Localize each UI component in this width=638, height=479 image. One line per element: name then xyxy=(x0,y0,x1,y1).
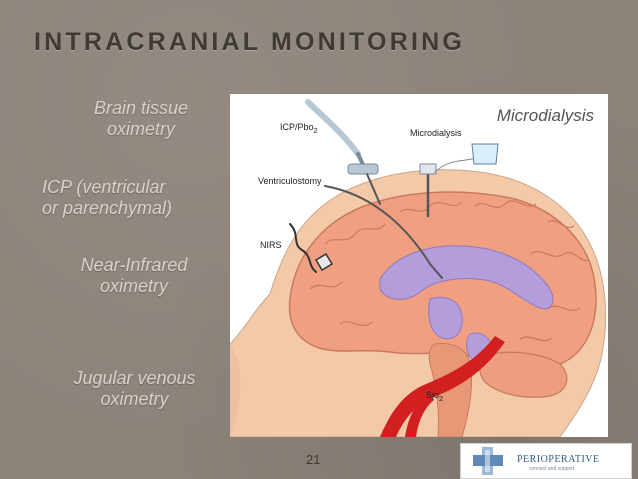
catheters xyxy=(289,99,486,279)
label-near-infrared-oximetry: Near-Infrared oximetry xyxy=(54,255,214,297)
callout-sjo-text: Sjo xyxy=(426,390,440,400)
callout-icp-pbo: ICP/Pbo2 xyxy=(280,122,318,135)
perioperative-logo: PERIOPERATIVE connect and support xyxy=(460,443,632,479)
third-ventricle xyxy=(428,296,463,340)
label-icp-line2: or parenchymal) xyxy=(42,198,173,218)
microdialysis-vial xyxy=(471,143,499,165)
logo-name: PERIOPERATIVE xyxy=(517,454,600,465)
label-jugular-venous-oximetry: Jugular venous oximetry xyxy=(52,368,217,410)
cerebellum xyxy=(479,351,568,398)
logo-tagline: connect and support xyxy=(529,466,575,472)
callout-microdialysis: Microdialysis xyxy=(410,128,462,138)
jugular-artery xyxy=(380,336,505,437)
callout-icp-pbo-sub: 2 xyxy=(313,125,318,135)
label-nirs-line1: Near-Infrared xyxy=(80,255,188,275)
label-icp-line1: ICP (ventricular xyxy=(42,177,166,197)
slide-title: INTRACRANIAL MONITORING xyxy=(34,28,465,56)
label-brain-tissue-line1: Brain tissue xyxy=(93,98,189,118)
callout-sjo: Sjo2 xyxy=(426,390,443,403)
lateral-ventricle xyxy=(379,245,554,310)
label-nirs-line2: oximetry xyxy=(99,276,168,296)
brain-monitoring-illustration: Microdialysis ICP/Pbo2 Microdialysis Ven… xyxy=(230,94,608,437)
logo-cross-icon xyxy=(473,447,503,475)
page-number: 21 xyxy=(306,452,321,467)
figure-title-microdialysis: Microdialysis xyxy=(496,106,594,125)
artery-branch xyxy=(405,394,434,437)
label-brain-tissue-oximetry: Brain tissue oximetry xyxy=(66,98,216,140)
callout-sjo-sub: 2 xyxy=(439,393,444,403)
callout-ventriculostomy: Ventriculostomy xyxy=(258,176,322,186)
brain-diagram-svg xyxy=(230,99,607,437)
label-brain-tissue-line2: oximetry xyxy=(106,119,175,139)
face-profile xyxy=(230,344,241,437)
callout-icp-pbo-text: ICP/Pbo xyxy=(280,122,314,132)
label-icp: ICP (ventricular or parenchymal) xyxy=(42,177,212,219)
callout-nirs: NIRS xyxy=(260,240,282,250)
label-jugular-line2: oximetry xyxy=(100,389,169,409)
brain-gyri xyxy=(309,200,589,342)
label-jugular-line1: Jugular venous xyxy=(73,368,196,388)
